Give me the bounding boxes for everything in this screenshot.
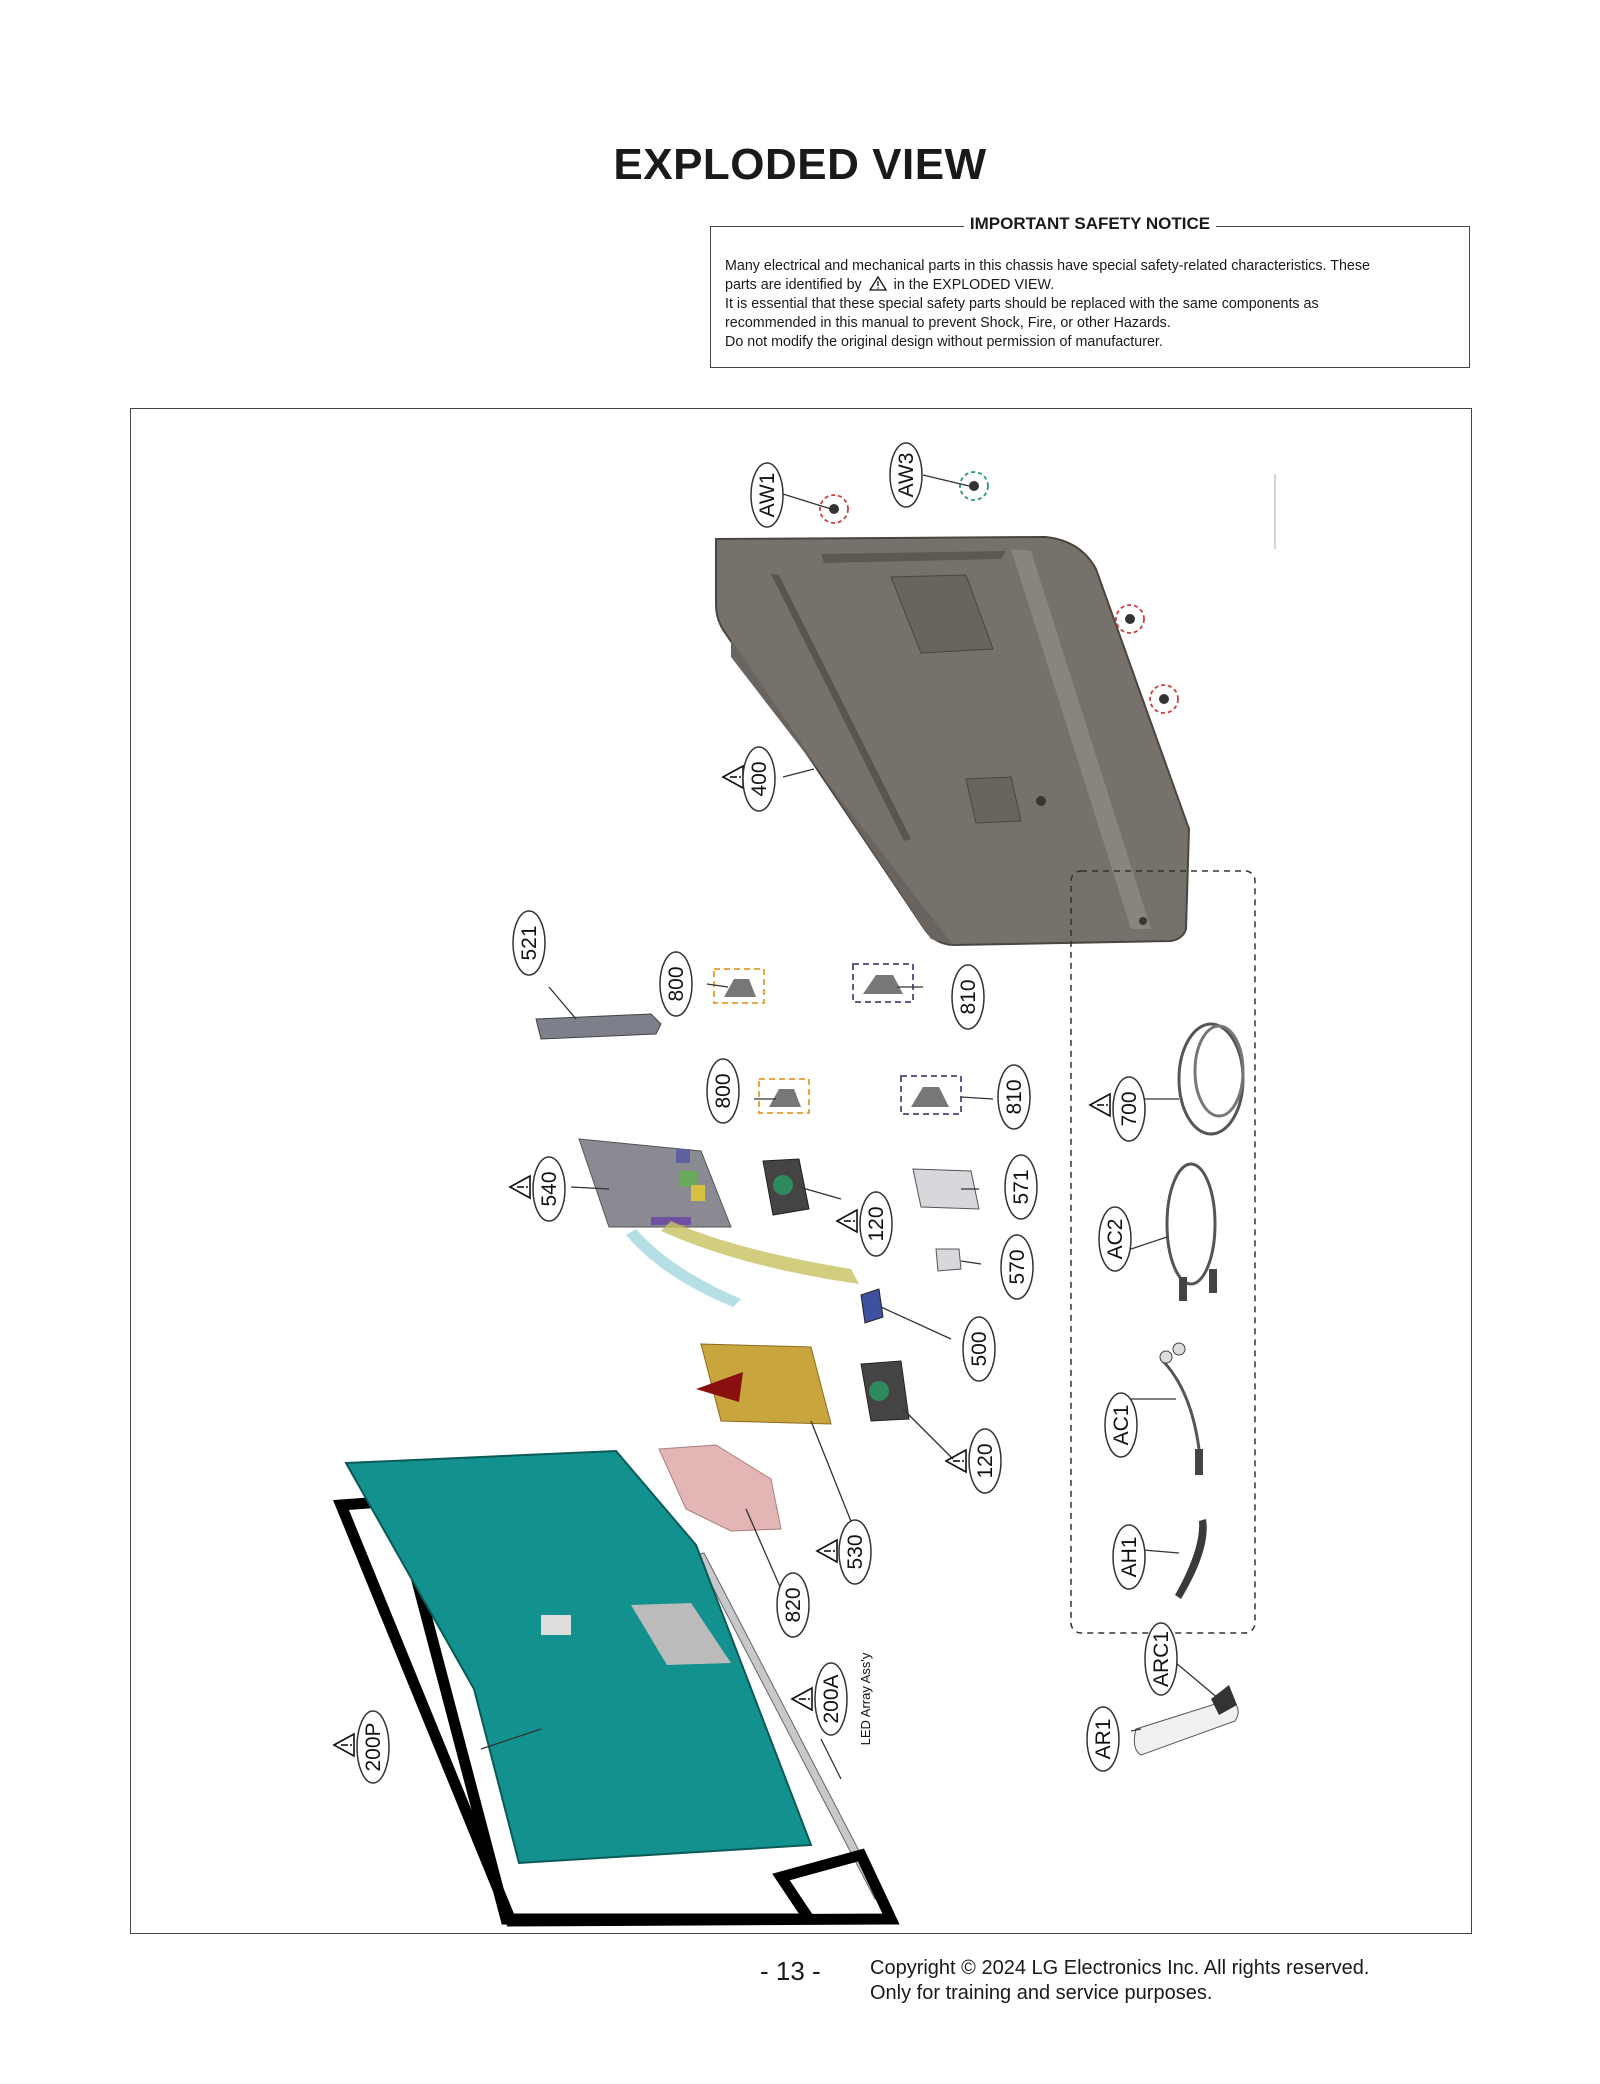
copyright-text: Copyright © 2024 LG Electronics Inc. All… — [870, 1957, 1370, 1979]
label-800-upper: 800 — [659, 951, 693, 1017]
notice-line-5: Do not modify the original design withou… — [725, 334, 1163, 350]
screw-rear-1-part — [1115, 604, 1145, 634]
remote-cover-arc1-part — [1211, 1685, 1237, 1715]
notice-line-2a: parts are identified by — [725, 277, 862, 293]
label-521: 521 — [512, 910, 546, 976]
accessory-box — [1070, 870, 1256, 1634]
label-810-lower: 810 — [997, 1064, 1031, 1130]
label-571: 571 — [1004, 1154, 1038, 1220]
svg-text:ARC1: ARC1 — [1150, 1631, 1173, 1687]
screw-aw3-part — [959, 471, 989, 501]
safety-notice-body: Many electrical and mechanical parts in … — [725, 257, 1455, 352]
training-note: Only for training and service purposes. — [870, 1982, 1213, 2004]
main-board-540-part — [578, 1138, 732, 1228]
svg-text:AR1: AR1 — [1092, 1719, 1115, 1760]
footer-copyright: Copyright © 2024 LG Electronics Inc. All… — [870, 1956, 1369, 2006]
label-120-upper: 120 — [859, 1191, 893, 1257]
label-ar1: AR1 — [1086, 1706, 1120, 1772]
label-arc1: ARC1 — [1144, 1622, 1178, 1696]
cable-ac1-part — [1159, 1342, 1203, 1475]
notice-line-4: recommended in this manual to prevent Sh… — [725, 315, 1171, 331]
stand-bracket-800b-part — [758, 1078, 810, 1114]
label-800-lower: 800 — [706, 1058, 740, 1124]
teal-chassis-part — [344, 1449, 813, 1865]
svg-text:AW1: AW1 — [756, 473, 779, 518]
label-810-upper: 810 — [951, 964, 985, 1030]
label-120-lower: 120 — [968, 1428, 1002, 1494]
leader-lines — [480, 474, 1220, 1780]
cable-holder-ah1-part — [1175, 1519, 1207, 1599]
rear-cover-part — [715, 535, 1191, 947]
svg-text:521: 521 — [518, 925, 541, 960]
label-ac1: AC1 — [1104, 1392, 1138, 1458]
panel-200p-part — [333, 1495, 900, 1927]
speaker-120a-part — [762, 1158, 810, 1216]
svg-text:LED Array Ass'y: LED Array Ass'y — [858, 1652, 873, 1745]
screw-rear-2-part — [1149, 684, 1179, 714]
svg-text:120: 120 — [865, 1206, 888, 1241]
notice-line-3: It is essential that these special safet… — [725, 296, 1319, 312]
power-cord-700-part — [1177, 1022, 1245, 1136]
switch-board-570-part — [935, 1248, 962, 1272]
warning-triangle-icon — [868, 275, 887, 291]
svg-text:820: 820 — [782, 1587, 805, 1622]
label-700: 700 — [1112, 1076, 1146, 1142]
speaker-120b-part — [860, 1360, 910, 1422]
svg-text:200A: 200A — [820, 1674, 843, 1723]
svg-text:500: 500 — [968, 1331, 991, 1366]
label-aw3: AW3 — [889, 442, 923, 508]
label-540: 540 — [532, 1156, 566, 1222]
page-title: EXPLODED VIEW — [613, 140, 987, 189]
label-ac2: AC2 — [1098, 1206, 1132, 1272]
notice-line-1: Many electrical and mechanical parts in … — [725, 258, 1370, 274]
insulator-sheet-820-part — [658, 1444, 782, 1532]
label-led-array: LED Array Ass'y — [858, 1652, 873, 1745]
stand-bracket-810b-part — [900, 1075, 962, 1115]
label-200p: 200P — [356, 1710, 390, 1784]
label-200a: 200A — [814, 1662, 848, 1736]
label-500: 500 — [962, 1316, 996, 1382]
label-400: 400 — [742, 746, 776, 812]
notice-line-2b: in the EXPLODED VIEW. — [893, 277, 1055, 293]
svg-text:AC1: AC1 — [1110, 1405, 1133, 1446]
svg-text:200P: 200P — [362, 1722, 385, 1771]
svg-text:540: 540 — [538, 1171, 561, 1206]
ffc-cable-part — [661, 1221, 859, 1284]
ir-board-571-part — [912, 1168, 980, 1210]
svg-text:AH1: AH1 — [1118, 1537, 1141, 1578]
label-530: 530 — [838, 1519, 872, 1585]
safety-notice-box: IMPORTANT SAFETY NOTICE Many electrical … — [710, 214, 1470, 368]
label-aw1: AW1 — [750, 462, 784, 528]
power-board-530-part — [696, 1343, 832, 1425]
safety-notice-title: IMPORTANT SAFETY NOTICE — [963, 214, 1217, 233]
svg-text:810: 810 — [957, 979, 980, 1014]
svg-text:810: 810 — [1003, 1079, 1026, 1114]
page-number: - 13 - — [760, 1956, 821, 1986]
svg-text:570: 570 — [1006, 1249, 1029, 1284]
svg-text:800: 800 — [665, 966, 688, 1001]
svg-text:120: 120 — [974, 1443, 997, 1478]
stand-bracket-810a-part — [852, 963, 914, 1003]
label-ah1: AH1 — [1112, 1524, 1146, 1590]
svg-text:800: 800 — [712, 1073, 735, 1108]
lvds-cable-part — [626, 1229, 741, 1307]
label-570: 570 — [1000, 1234, 1034, 1300]
svg-text:400: 400 — [748, 761, 771, 796]
svg-text:AW3: AW3 — [895, 453, 918, 498]
svg-text:AC2: AC2 — [1104, 1219, 1127, 1260]
label-820: 820 — [776, 1572, 810, 1638]
svg-text:700: 700 — [1118, 1091, 1141, 1126]
stand-bracket-800a-part — [713, 968, 765, 1004]
bracket-521-part — [535, 1013, 662, 1040]
exploded-view-diagram: AW1 AW3 400 521 800 810 800 810 540 120 … — [130, 408, 1472, 1934]
svg-text:571: 571 — [1010, 1169, 1033, 1204]
screw-aw1-part — [819, 494, 849, 524]
svg-text:530: 530 — [844, 1534, 867, 1569]
joystick-500-part — [860, 1288, 884, 1324]
cable-ac2-part — [1165, 1162, 1217, 1301]
